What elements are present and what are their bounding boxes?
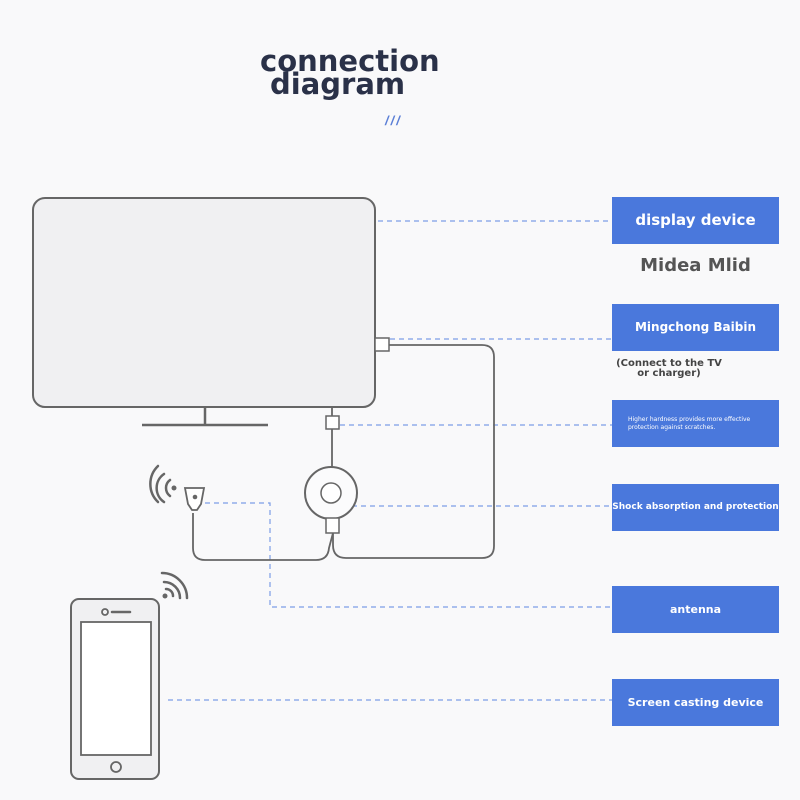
wifi-icon — [149, 464, 177, 504]
antenna-label: antenna — [612, 586, 779, 633]
connector-lines — [168, 220, 612, 701]
dongle-icon — [304, 415, 358, 534]
mingchong-label: Mingchong Baibin — [612, 304, 779, 351]
brand-name: Midea Mlid — [640, 255, 751, 276]
cables — [192, 344, 495, 561]
shock-absorption-label: Shock absorption and protection — [612, 484, 779, 531]
connect-note: (Connect to the TV or charger) — [616, 358, 722, 379]
title-line-2: diagram — [270, 67, 406, 101]
hardness-label: Higher hardness provides more effective … — [612, 400, 779, 447]
phone-icon — [70, 598, 160, 780]
antenna-icon — [183, 487, 206, 511]
display-device-label: display device — [612, 197, 779, 244]
title-accent: /// — [385, 113, 402, 128]
title-line-1: connection — [260, 44, 440, 78]
tv-icon — [32, 197, 390, 427]
screen-casting-label: Screen casting device — [612, 679, 779, 726]
wifi-icon — [160, 571, 189, 600]
diagram-title: connection diagram — [260, 47, 440, 101]
antenna-connector-line — [205, 502, 612, 608]
